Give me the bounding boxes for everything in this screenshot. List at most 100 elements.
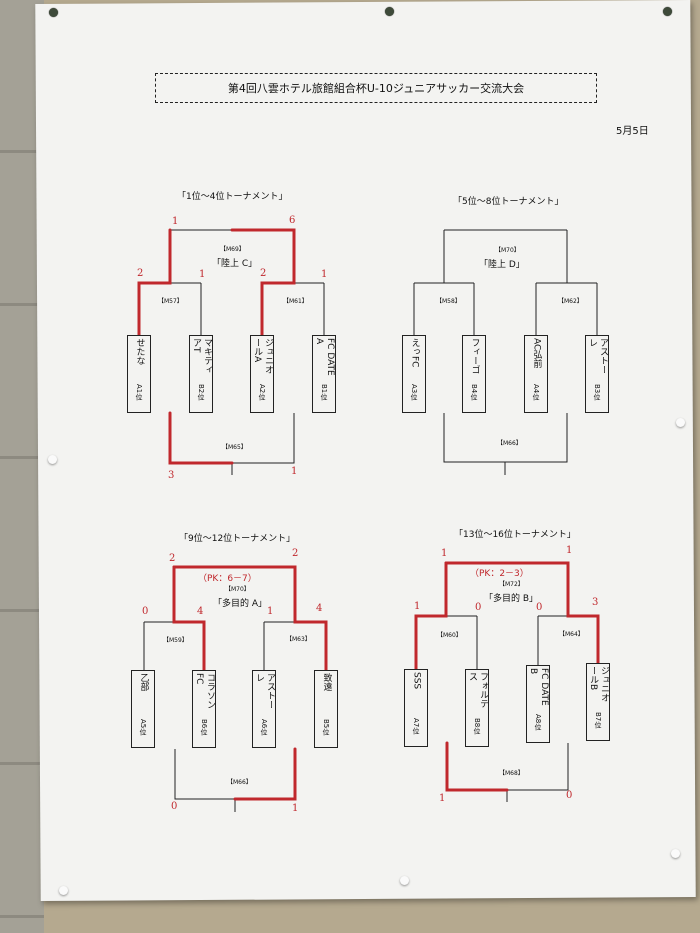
bracket-heading: 「5位～8位トーナメント」 xyxy=(453,197,564,207)
score: 1 xyxy=(172,216,179,227)
team-card: コラソン FC B6位 xyxy=(192,670,216,748)
bracket-heading: 「13位～16位トーナメント」 xyxy=(454,530,576,540)
score: 2 xyxy=(169,553,176,564)
match-id: 【M58】 xyxy=(436,298,461,305)
team-rank: B4位 xyxy=(470,384,478,401)
team-rank: A6位 xyxy=(260,719,268,736)
score: 3 xyxy=(592,597,599,608)
team-name: フィーゴ xyxy=(469,338,480,374)
score: 4 xyxy=(197,606,204,617)
team-rank: B6位 xyxy=(200,719,208,736)
team-name: えっFC xyxy=(409,338,420,368)
pushpin-icon xyxy=(59,886,68,895)
score: 1 xyxy=(566,545,573,556)
team-rank: A2位 xyxy=(258,384,266,401)
team-card: ジュニオールB B7位 xyxy=(586,663,610,741)
team-name: フォルテス xyxy=(467,672,488,708)
tournament-title: 第4回八雲ホテル旅館組合杯U-10ジュニアサッカー交流大会 xyxy=(227,82,525,95)
score: 1 xyxy=(291,466,298,477)
bracket-heading: 「1位～4位トーナメント」 xyxy=(177,192,288,202)
team-card: 致遠 B5位 xyxy=(314,670,338,748)
score: 1 xyxy=(441,548,448,559)
team-rank: B7位 xyxy=(594,712,602,729)
bracket-heading: 「9位～12位トーナメント」 xyxy=(179,534,296,544)
match-id: 【M72】 xyxy=(499,581,524,588)
team-rank: A3位 xyxy=(410,384,418,401)
team-name: 乙部 xyxy=(138,673,149,691)
score: 2 xyxy=(260,268,267,279)
match-id: 【M62】 xyxy=(558,298,583,305)
team-name: せたな xyxy=(134,338,145,365)
team-name: マキティアT xyxy=(191,338,212,374)
score: 1 xyxy=(439,793,446,804)
pushpin-icon xyxy=(48,455,57,464)
score: 2 xyxy=(137,268,144,279)
score: 1 xyxy=(292,803,299,814)
team-rank: B5位 xyxy=(322,719,330,736)
team-name: アストーレ xyxy=(254,673,275,709)
score: 6 xyxy=(289,215,296,226)
team-name: ジュニオールA xyxy=(252,338,273,374)
pushpin-icon xyxy=(676,418,685,427)
team-rank: A5位 xyxy=(139,719,147,736)
score: 3 xyxy=(168,470,175,481)
team-name: AC弘前 xyxy=(531,338,542,369)
venue-label: 「多目的 A」 xyxy=(213,599,268,609)
team-rank: A4位 xyxy=(532,384,540,401)
match-id: 【M68】 xyxy=(499,770,524,777)
team-rank: A1位 xyxy=(135,384,143,401)
match-id: 【M66】 xyxy=(497,440,522,447)
score: 1 xyxy=(414,601,421,612)
score: 2 xyxy=(292,548,299,559)
match-id: 【M61】 xyxy=(283,298,308,305)
match-id: 【M59】 xyxy=(163,637,188,644)
team-rank: B8位 xyxy=(473,718,481,735)
team-rank: A7位 xyxy=(412,718,420,735)
team-card: AC弘前 A4位 xyxy=(524,335,548,413)
match-id: 【M66】 xyxy=(227,779,252,786)
penalty-kick-score: （PK：2－3） xyxy=(470,569,529,579)
score: 1 xyxy=(199,269,206,280)
score: 0 xyxy=(475,602,482,613)
team-name: アストーレ xyxy=(587,338,608,374)
match-id: 【M70】 xyxy=(225,586,250,593)
penalty-kick-score: （PK：6－7） xyxy=(198,574,257,584)
match-id: 【M69】 xyxy=(220,246,245,253)
score: 0 xyxy=(142,606,149,617)
pushpin-icon xyxy=(49,8,58,17)
match-id: 【M65】 xyxy=(222,444,247,451)
score: 1 xyxy=(267,606,274,617)
venue-label: 「陸上 C」 xyxy=(212,259,258,269)
team-card: アストーレ A6位 xyxy=(252,670,276,748)
team-rank: B2位 xyxy=(197,384,205,401)
score: 0 xyxy=(566,790,573,801)
match-id: 【M57】 xyxy=(158,298,183,305)
team-card: ジュニオールA A2位 xyxy=(250,335,274,413)
team-card: マキティアT B2位 xyxy=(189,335,213,413)
team-card: せたな A1位 xyxy=(127,335,151,413)
score: 4 xyxy=(316,603,323,614)
score: 0 xyxy=(536,602,543,613)
team-card: 乙部 A5位 xyxy=(131,670,155,748)
score: 1 xyxy=(321,269,328,280)
venue-label: 「陸上 D」 xyxy=(479,260,525,270)
team-name: 致遠 xyxy=(321,673,332,691)
team-rank: B3位 xyxy=(593,384,601,401)
pushpin-icon xyxy=(663,7,672,16)
match-id: 【M64】 xyxy=(559,631,584,638)
match-date: 5月5日 xyxy=(616,126,649,137)
match-id: 【M63】 xyxy=(286,636,311,643)
pushpin-icon xyxy=(400,876,409,885)
team-name: コラソン FC xyxy=(194,673,215,709)
team-card: アストーレ B3位 xyxy=(585,335,609,413)
pushpin-icon xyxy=(671,849,680,858)
score: 0 xyxy=(171,801,178,812)
team-rank: B1位 xyxy=(320,384,328,401)
team-card: えっFC A3位 xyxy=(402,335,426,413)
team-name: ジュニオールB xyxy=(588,666,609,702)
team-name: FC DATE B xyxy=(528,668,549,706)
